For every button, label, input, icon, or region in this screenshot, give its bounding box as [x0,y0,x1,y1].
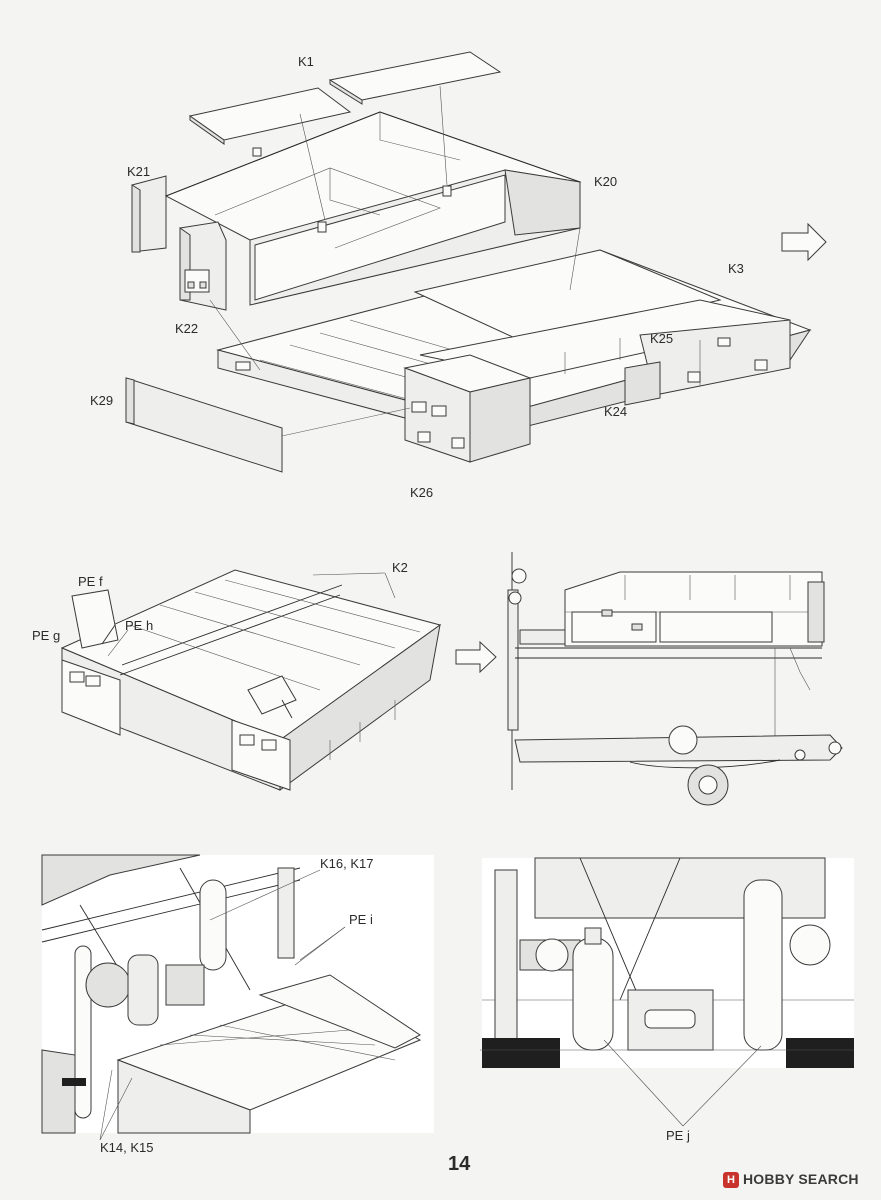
callout-pe-h: PE h [125,618,153,633]
watermark-text: HOBBY SEARCH [743,1171,859,1187]
callout-pe-f: PE f [78,574,103,589]
callout-k16-k17: K16, K17 [320,856,374,871]
callout-k1: K1 [298,54,314,69]
callout-k3: K3 [728,261,744,276]
bed-with-lid-assembly [60,569,442,791]
part-k1-lid-right [328,51,502,101]
callout-k22: K22 [175,321,198,336]
photo-bed-rear-view [41,854,434,1141]
page-number: 14 [448,1153,471,1175]
exploded-bed-assembly [125,51,812,473]
part-k22-crate [179,221,227,311]
callout-k14-k15: K14, K15 [100,1140,154,1155]
callout-k25: K25 [650,331,673,346]
callout-k29: K29 [90,393,113,408]
callout-pe-i: PE i [349,912,373,927]
transition-arrow [455,640,497,674]
callout-k21: K21 [127,164,150,179]
part-k3-bed [216,249,812,439]
callout-k20: K20 [594,174,617,189]
photo-underside-view [480,857,854,1127]
part-pe-f-lid [71,589,119,649]
part-k20-box-frame [164,111,582,306]
callout-pe-j: PE j [666,1128,690,1143]
part-k1-lid-left [188,87,352,141]
callout-k24: K24 [604,404,627,419]
part-k29-board [125,377,283,473]
part-k24-block [624,361,661,406]
callout-k26: K26 [410,485,433,500]
callout-pe-g: PE g [32,628,60,643]
part-k26-crate [403,354,532,463]
part-k25-lockers [419,299,791,396]
callout-k2: K2 [392,560,408,575]
side-view-assembly [507,552,843,806]
watermark-logo-icon: H [723,1172,739,1188]
next-step-arrow [781,222,827,262]
